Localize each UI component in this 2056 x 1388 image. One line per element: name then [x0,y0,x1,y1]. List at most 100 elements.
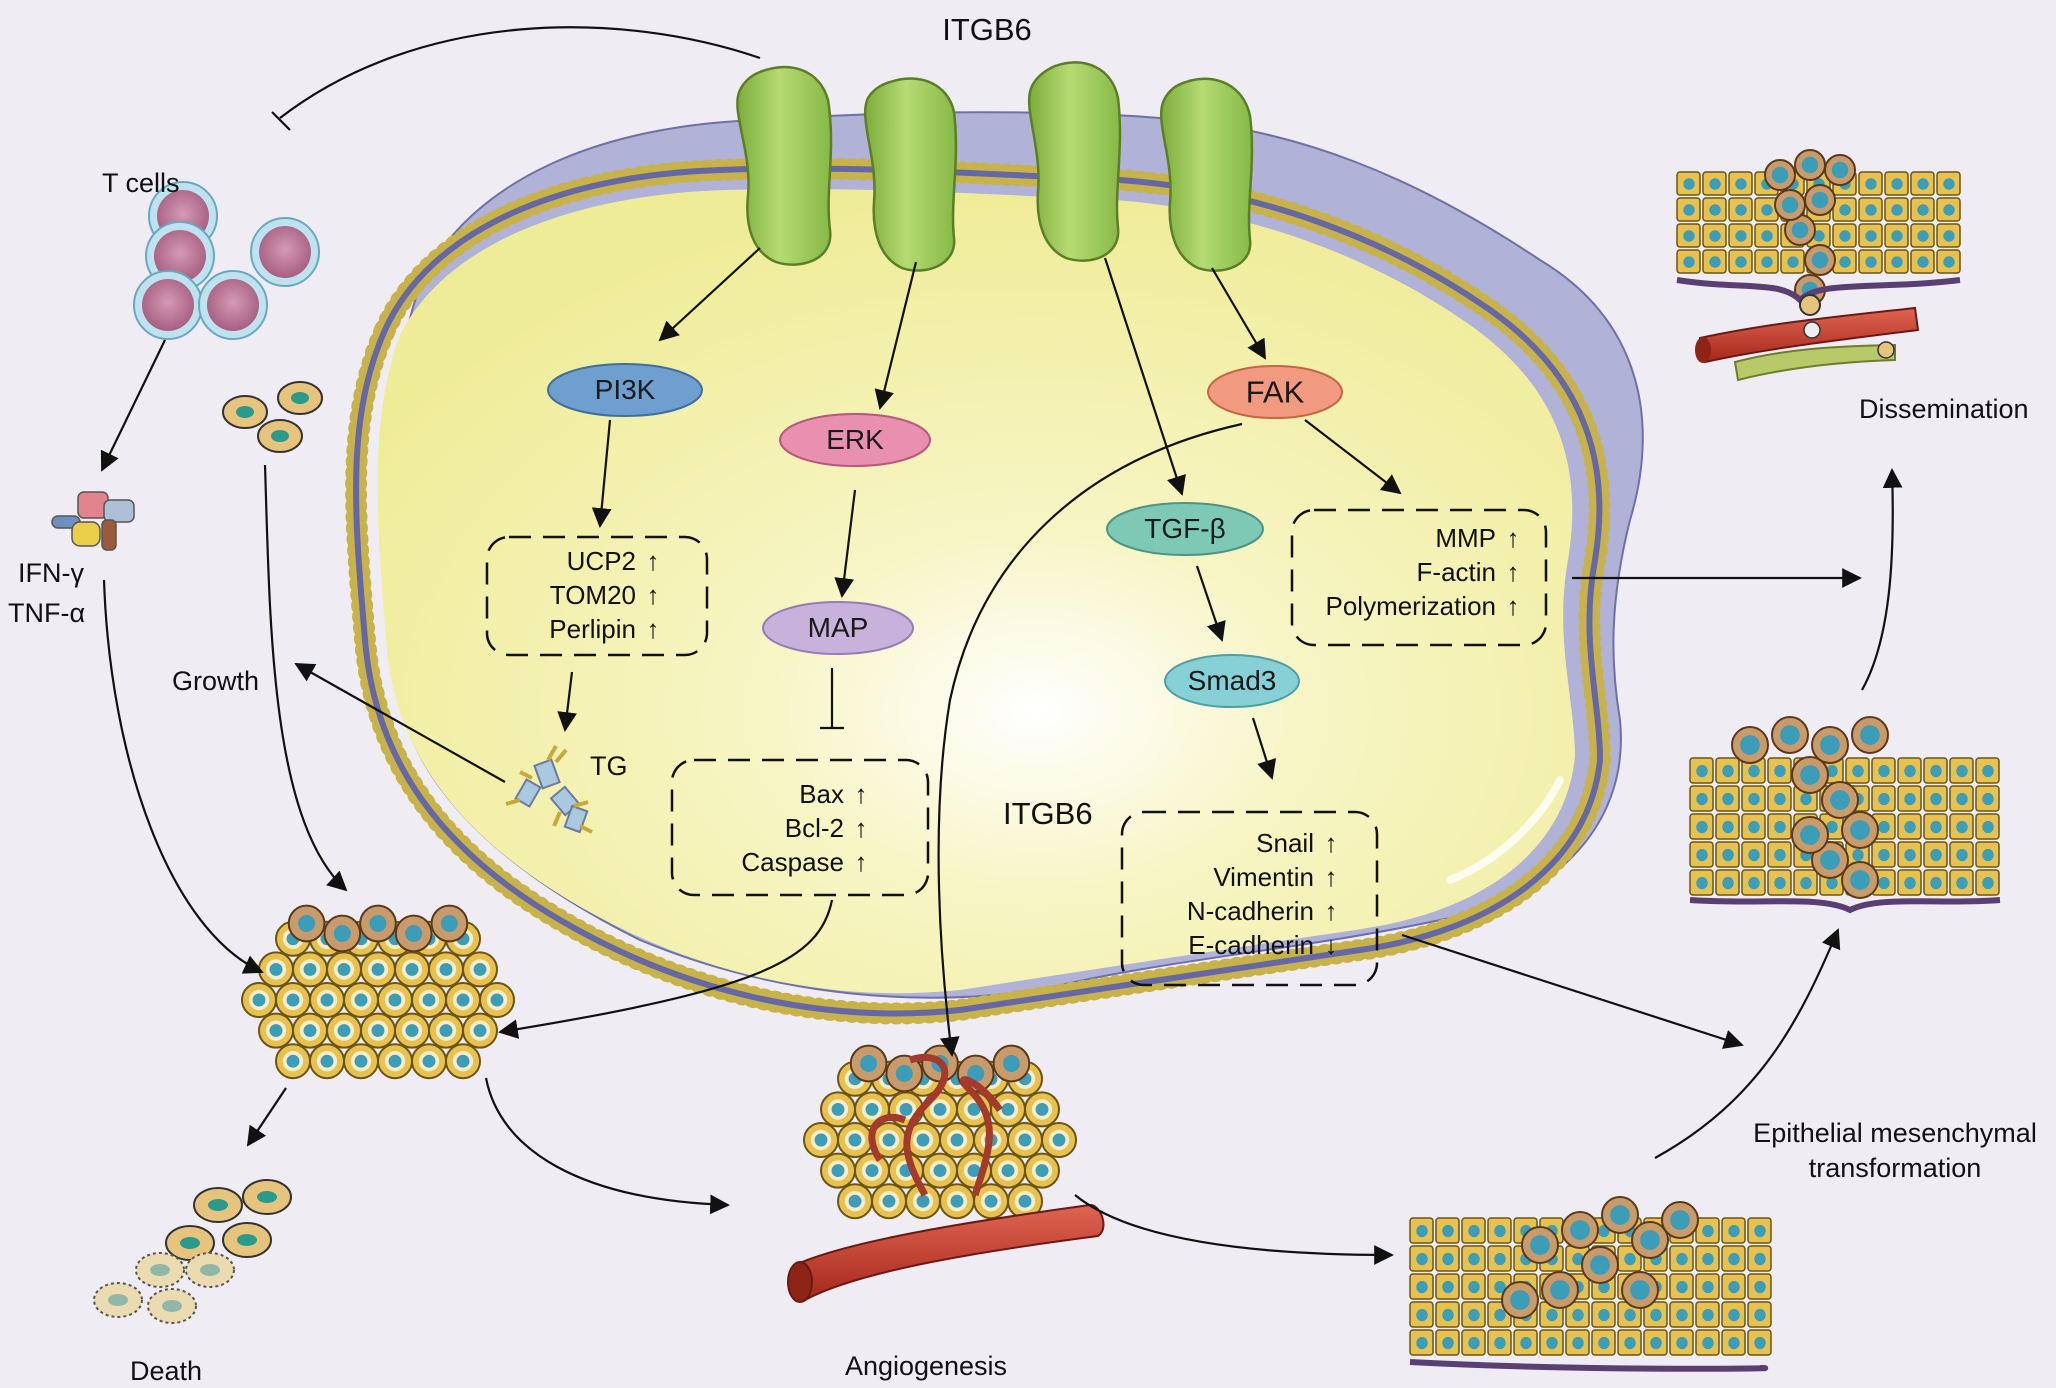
tg-lipid-icon [505,745,593,834]
tg-label: TG [590,751,628,781]
arrow-erk-map [834,489,857,598]
up-arrow-icon: ↑ [854,813,868,843]
arrow-angio-emt [1074,1194,1394,1265]
pi3k-node [547,363,703,417]
t-cells-icon [133,181,320,340]
bax-item-name: Bax [799,779,844,809]
tnf-label: TNF-α [8,598,86,628]
erk-node [779,413,931,467]
pi3k-label: PI3K [594,374,656,405]
arrow-fak-angio [937,422,1243,1057]
snail-item-name: E-cadherin [1188,930,1314,960]
up-arrow-icon: ↑ [1324,828,1338,858]
ifn-label: IFN-γ [18,558,84,588]
mmp-item-name: MMP [1435,523,1496,553]
fak-node [1207,365,1343,419]
arrow-bax-tumor [498,899,834,1039]
bax-item-name: Bcl-2 [784,813,844,843]
snail-item-name: Vimentin [1213,862,1314,892]
mmp-box [1290,508,1548,647]
up-arrow-icon: ↑ [854,847,868,877]
up-arrow-icon: ↑ [1506,523,1520,553]
inhibit-tcells [271,111,291,131]
cytokine-icon [51,491,135,551]
arrow-tumor-death [246,1087,287,1147]
snail-box [1120,810,1379,987]
arrow-r3-tgfb [1103,257,1186,496]
arrow-r1-pi3k [658,247,761,342]
up-arrow-icon: ↑ [646,614,660,644]
death-label: Death [129,1356,203,1386]
up-arrow-icon: ↑ [1324,862,1338,892]
arrow-tg-growth [294,663,506,783]
arrow-pi3k-box [591,419,612,528]
arrow-r4-fak [1211,267,1267,360]
receptor-2 [863,77,958,272]
snail-item-name: Snail [1256,828,1314,858]
tumor-cluster [241,904,515,1080]
bax-item-name: Caspase [741,847,844,877]
up-arrow-icon: ↑ [854,779,868,809]
mmp-box-text: MMP ↑ F-actin ↑ Polymerization ↑ [1298,521,1520,623]
arrow-tumor-angio [484,1077,730,1215]
receptor-top-label: ITGB6 [942,12,1032,47]
up-arrow-icon: ↑ [1324,896,1338,926]
growth-cells-icon [222,381,323,453]
angiogenesis-label: Angiogenesis [844,1351,1008,1381]
arrow-box-tg [557,671,577,732]
map-label: MAP [807,612,869,643]
up-arrow-icon: ↑ [1506,557,1520,587]
snail-box-text: Snail ↑ Vimentin ↑ N-cadherin ↑ E-cadherin ↓ [1140,826,1338,962]
t-cells-label: T cells [102,168,180,198]
receptor-4 [1159,77,1254,272]
angiogenesis-icon [787,1044,1105,1303]
tgfb-node [1106,502,1264,556]
fak-label: FAK [1245,374,1305,410]
up-arrow-icon: ↑ [646,546,660,576]
arrow-tgfb-smad3 [1195,565,1226,642]
arrow-tcells-cytokine [100,339,166,472]
emt-label-line2: transformation [1808,1153,1982,1183]
smad3-label: Smad3 [1187,665,1277,696]
ucp2-item-name: TOM20 [549,580,636,610]
arrow-smad3-snail [1251,717,1277,780]
ucp2-box-text: UCP2 ↑ TOM20 ↑ Perlipin ↑ [510,544,660,646]
arrow-cytokine-tumor [102,579,264,974]
receptor-inner-label: ITGB6 [1003,796,1093,831]
arrow-r2-erk [874,261,918,410]
bax-box-text: Bax ↑ Bcl-2 ↑ Caspase ↑ [700,777,868,879]
dissemination-label: Dissemination [1859,394,2029,424]
bax-box [670,758,930,897]
tgfb-label: TGF-β [1144,513,1226,544]
receptor-group [736,61,1254,272]
emt-label-line1: Epithelial mesenchymal [1753,1118,2037,1148]
snail-item-name: N-cadherin [1186,896,1314,926]
ucp2-box [485,535,709,657]
mmp-item-name: Polymerization [1325,591,1496,621]
up-arrow-icon: ↑ [1506,591,1520,621]
dissemination-icon [1676,149,1961,382]
arrow-snail-emt [1401,933,1744,1049]
down-arrow-icon: ↓ [1324,930,1338,960]
receptor-3 [1027,61,1122,262]
dying-cells-icon [93,1179,292,1324]
inhibit-map-bax [820,668,844,730]
growth-label: Growth [172,666,260,696]
receptor-1 [736,65,833,266]
invasion-tissue-icon [1689,716,2001,914]
arrow-receptor-tcells [279,26,761,119]
arrow-cells-tumor [263,464,348,892]
smad3-node [1164,654,1300,708]
ucp2-item-name: Perlipin [549,614,636,644]
ucp2-item-name: UCP2 [566,546,636,576]
mmp-item-name: F-actin [1416,557,1496,587]
arrow-emt-invasion [1654,928,1841,1159]
arrow-fak-mmp [1304,419,1402,495]
emt-tissue-icon [1409,1196,1772,1372]
map-node [762,601,914,655]
arrow-invasion-dissemination [1861,468,1903,691]
up-arrow-icon: ↑ [646,580,660,610]
erk-label: ERK [826,424,884,455]
